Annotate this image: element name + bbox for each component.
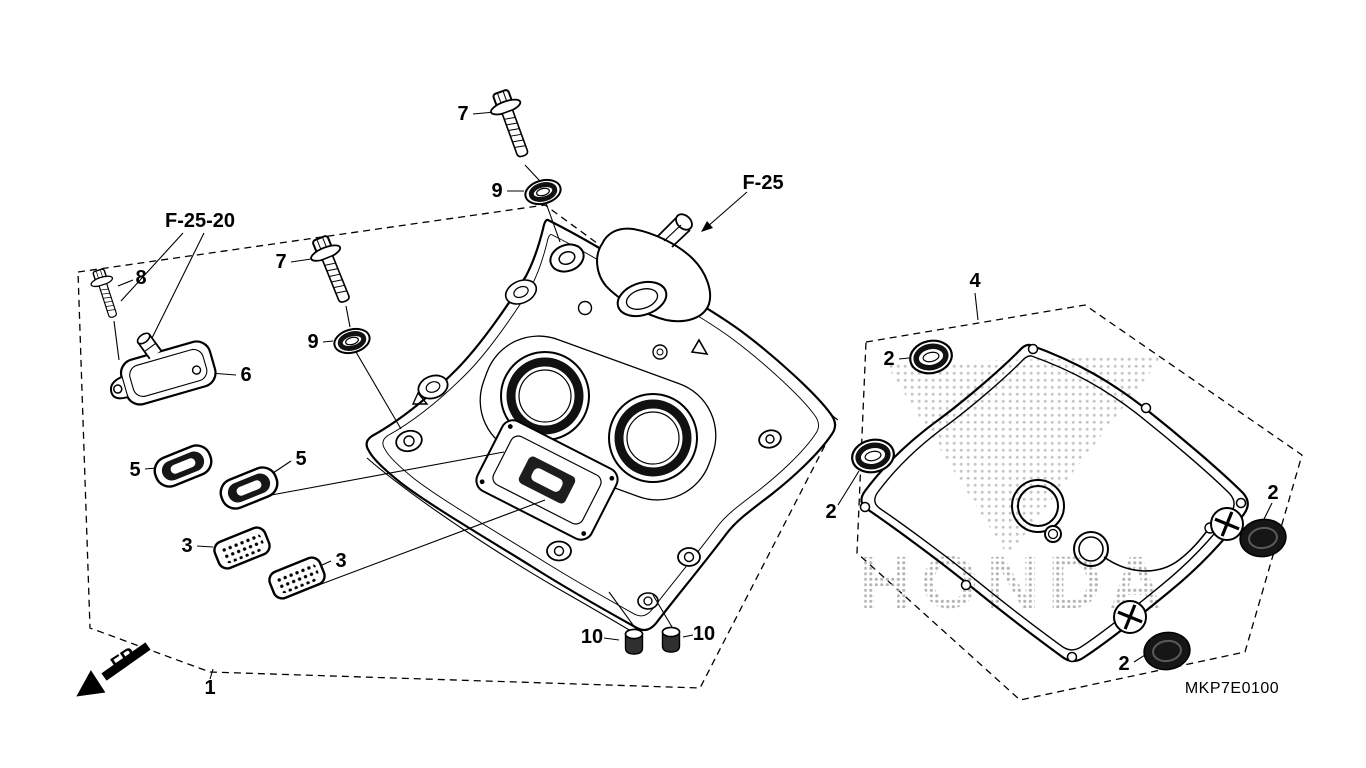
callout-9-b: 9 bbox=[307, 331, 319, 353]
callout-3-b: 3 bbox=[335, 550, 347, 572]
callout-4: 4 bbox=[969, 270, 981, 292]
callout-1: 1 bbox=[204, 677, 216, 699]
diagram-code: MKP7E0100 bbox=[1184, 680, 1280, 697]
cap-2-d bbox=[1140, 628, 1194, 674]
spark-plug-port-a bbox=[500, 351, 590, 441]
callout-2-a: 2 bbox=[883, 348, 895, 370]
pcv-tower bbox=[596, 213, 712, 323]
rubber-cap-10-b bbox=[661, 626, 681, 653]
honda-watermark-text: HONDA bbox=[859, 541, 1170, 624]
callout-5-b: 5 bbox=[295, 448, 307, 470]
group-outline-cover-assembly bbox=[77, 204, 839, 689]
callout-9-a: 9 bbox=[491, 180, 503, 202]
seal-washer-9-b bbox=[332, 325, 373, 357]
callout-3-a: 3 bbox=[181, 535, 193, 557]
callout-10-a: 10 bbox=[580, 626, 604, 648]
flange-bolt-8 bbox=[86, 266, 125, 322]
seal-plate-5-b bbox=[215, 462, 283, 514]
breather-nipple bbox=[136, 332, 162, 360]
honda-watermark: HONDA bbox=[859, 356, 1170, 624]
spark-plug-port-b bbox=[608, 393, 698, 483]
callout-5-a: 5 bbox=[129, 459, 141, 481]
callout-10-b: 10 bbox=[692, 623, 716, 645]
callout-2-b: 2 bbox=[825, 501, 837, 523]
callout-7-b: 7 bbox=[275, 251, 287, 273]
inner-gasket-rings bbox=[1011, 479, 1216, 572]
honda-wing-mark bbox=[885, 356, 1163, 556]
seal-plate-5-a bbox=[149, 440, 217, 492]
bolt-bosses bbox=[395, 243, 782, 610]
seal-washer-9-a bbox=[523, 176, 564, 208]
rubber-cap-10-a bbox=[624, 628, 644, 655]
cap-2-c bbox=[1236, 515, 1290, 561]
group-outline-gasket-kit bbox=[856, 304, 1303, 701]
gasket-screw-b bbox=[1111, 598, 1149, 636]
callout-6: 6 bbox=[240, 364, 252, 386]
fr-direction-arrow bbox=[76, 642, 151, 697]
ref-f25-20: F-25-20 bbox=[164, 210, 236, 232]
ref-f25: F-25 bbox=[742, 172, 784, 194]
cylinder-head-cover bbox=[365, 213, 837, 637]
flange-bolt-7-a bbox=[484, 85, 540, 163]
breather-cover-6 bbox=[109, 332, 217, 406]
head-cover-gasket bbox=[859, 343, 1249, 663]
filter-plate-3-a bbox=[210, 523, 274, 573]
gasket-screw-a bbox=[1208, 505, 1246, 543]
callout-2-c: 2 bbox=[1267, 482, 1279, 504]
f25-arrowhead bbox=[701, 221, 713, 232]
filter-plate-3-b bbox=[265, 553, 329, 603]
callout-2-d: 2 bbox=[1118, 653, 1130, 675]
callout-7-a: 7 bbox=[457, 103, 469, 125]
flange-bolt-7-b bbox=[304, 231, 361, 309]
callout-8: 8 bbox=[135, 267, 147, 289]
grommet-2-b bbox=[849, 436, 897, 476]
